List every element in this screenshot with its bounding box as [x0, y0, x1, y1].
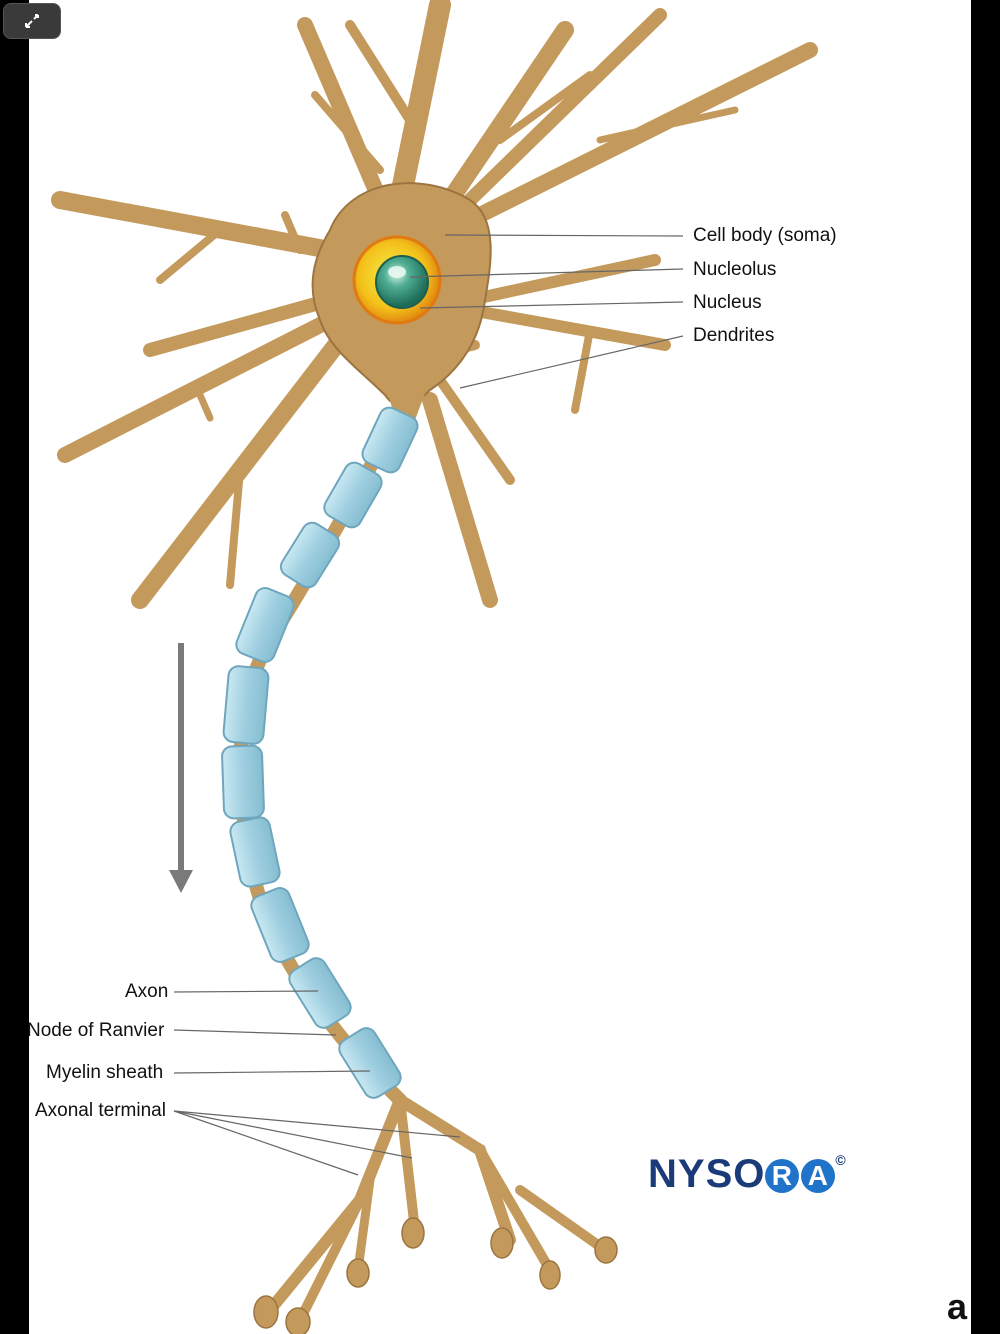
label-cell-body: Cell body (soma) [693, 225, 837, 246]
diagram-canvas: Cell body (soma) Nucleolus Nucleus Dendr… [27, 0, 971, 1334]
left-letterbox [0, 0, 29, 1334]
expand-button[interactable] [3, 3, 61, 39]
down-arrow-icon [169, 643, 193, 893]
expand-arrows-icon [25, 14, 39, 28]
panel-letter: a [947, 1286, 968, 1327]
myelin-sheath [221, 406, 419, 1099]
label-axon: Axon [125, 981, 169, 1002]
label-node-of-ranvier: Node of Ranvier [27, 1020, 165, 1041]
leader-lines [173, 234, 684, 1176]
label-myelin-sheath: Myelin sheath [46, 1062, 164, 1083]
label-nucleolus: Nucleolus [693, 259, 777, 280]
axonal-terminals [264, 1094, 610, 1325]
nucleolus [375, 255, 429, 309]
right-letterbox [971, 0, 1000, 1334]
label-nucleus: Nucleus [693, 292, 762, 313]
label-dendrites: Dendrites [693, 325, 775, 346]
synaptic-knobs [253, 1217, 618, 1334]
neuron-illustration [51, 0, 818, 1334]
label-axonal-terminal: Axonal terminal [35, 1100, 166, 1121]
